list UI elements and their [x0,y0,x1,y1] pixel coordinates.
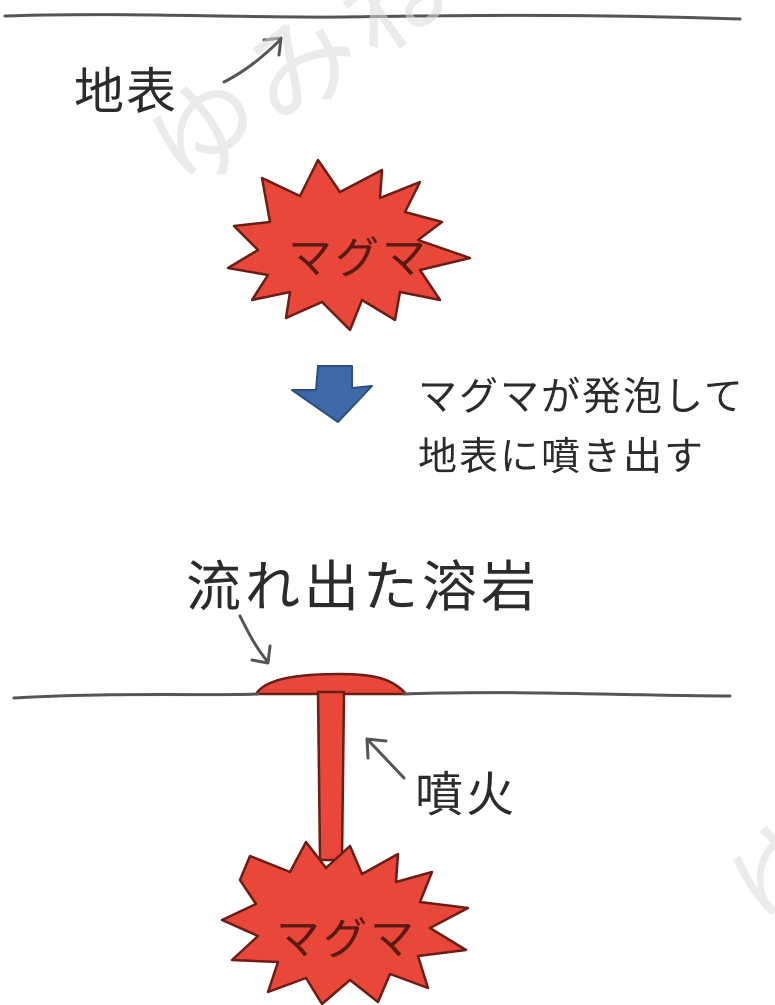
ground-surface-line-bottom [12,691,732,700]
eruption-pointer-arrow [366,738,406,780]
lava-mound [254,672,408,696]
lava-pointer-arrow [238,614,270,664]
surface-pointer-arrow [222,38,282,84]
down-arrow-icon [291,365,373,423]
magma-label-bottom: マグマ [276,914,417,965]
caption-line-2: 地表に噴き出す [418,435,706,480]
surface-pointer-arrowhead [262,36,283,57]
surface-label: 地表 [74,63,178,121]
eruption-pointer-arrowhead [365,737,388,760]
lava-pointer-arrowhead [250,644,272,665]
magma-conduit [316,690,346,862]
flowing-lava-label: 流れ出た溶岩 [186,555,541,619]
process-caption: マグマが発泡して 地表に噴き出す [418,368,745,488]
magma-label-top: マグマ [288,233,429,284]
ground-surface-line-top [3,13,742,21]
magma-blob-top [226,158,472,332]
eruption-label: 噴火 [415,767,518,823]
caption-line-1: マグマが発泡して [418,375,745,420]
magma-blob-bottom [220,840,470,1005]
